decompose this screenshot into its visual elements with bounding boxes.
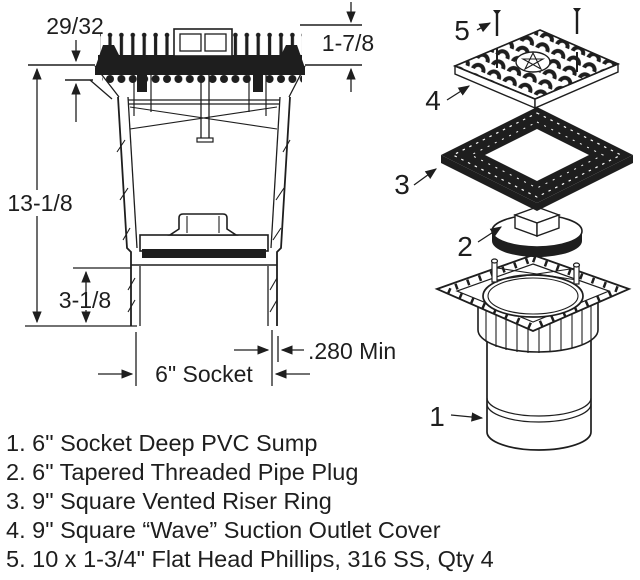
dim-label-1-7-8: 1-7/8 <box>322 30 374 56</box>
dim-6-socket <box>98 330 310 386</box>
sump-exploded <box>434 254 632 451</box>
parts-list-item-4: 4. 9" Square “Wave” Suction Outlet Cover <box>6 517 441 543</box>
part-leaders <box>413 22 502 422</box>
sump-body-section <box>116 96 291 326</box>
pipe-plug-exploded <box>491 206 583 257</box>
pipe-plug-section <box>139 213 269 258</box>
parts-list-item-2: 2. 6" Tapered Threaded Pipe Plug <box>6 459 359 485</box>
dim-label-280-min: .280 Min <box>308 338 396 364</box>
part-label-4: 4 <box>425 85 441 116</box>
dim-label-3-1-8: 3-1/8 <box>59 287 111 313</box>
dim-label-13-1-8: 13-1/8 <box>7 190 72 216</box>
part-number-labels: 5 4 3 2 1 <box>394 15 473 432</box>
grate-cross-section <box>95 28 305 143</box>
part-label-5: 5 <box>454 15 470 46</box>
flange-posts <box>490 258 581 285</box>
parts-list: 1. 6" Socket Deep PVC Sump 2. 6" Tapered… <box>6 429 526 574</box>
wall-hatch-ticks <box>116 139 291 313</box>
part-label-1: 1 <box>429 401 445 432</box>
deck-lines <box>28 24 362 100</box>
dim-label-6-socket: 6" Socket <box>155 361 253 387</box>
exploded-view: 5 4 3 2 1 <box>394 8 633 451</box>
dim-3-1-8 <box>73 267 131 324</box>
dimension-labels: 29/32 1-7/8 13-1/8 3-1/8 6" Socket .280 … <box>7 13 396 387</box>
parts-list-item-1: 1. 6" Socket Deep PVC Sump <box>6 430 318 456</box>
screws-exploded <box>493 8 581 36</box>
dim-label-29-32: 29/32 <box>46 13 104 39</box>
parts-list-item-3: 3. 9" Square Vented Riser Ring <box>6 488 332 514</box>
dim-280-min <box>234 336 304 362</box>
riser-ring-exploded <box>441 107 633 211</box>
wave-cover-exploded <box>452 29 621 110</box>
section-view: 29/32 1-7/8 13-1/8 3-1/8 6" Socket .280 … <box>7 2 396 387</box>
part-label-3: 3 <box>394 169 410 200</box>
dimension-lines <box>25 2 356 386</box>
parts-list-item-5: 5. 10 x 1-3/4" Flat Head Phillips, 316 S… <box>6 546 494 572</box>
part-label-2: 2 <box>457 231 473 262</box>
